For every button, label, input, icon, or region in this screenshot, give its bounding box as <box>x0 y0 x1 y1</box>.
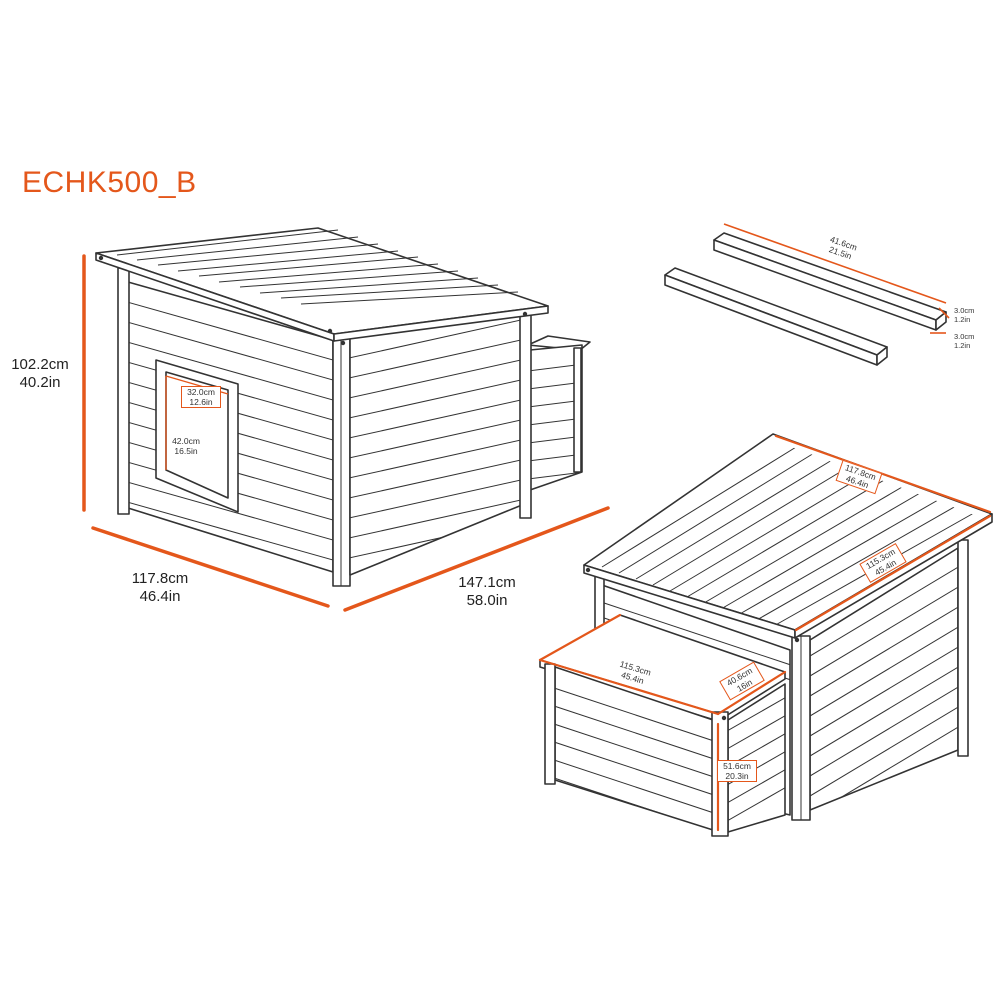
annex-left-post <box>544 663 556 785</box>
length-dimension-line <box>343 506 610 612</box>
rail-dimension-lines <box>723 223 950 334</box>
left-corner-post <box>117 267 130 515</box>
front-roof-right-fascia <box>333 305 549 342</box>
rail-b-end <box>876 346 888 366</box>
rail-a-end <box>935 311 947 331</box>
front-dimension-lines <box>82 254 610 612</box>
front-roof-slats <box>116 229 519 305</box>
annex-width-line <box>538 613 622 662</box>
rail-width-label: 3.0cm 1.2in <box>954 306 975 324</box>
model-title: ECHK500_B <box>22 166 197 199</box>
annex-height-label: 51.6cm 20.3in <box>717 760 757 782</box>
roof-rails <box>664 232 947 366</box>
annex-front-planks <box>555 684 713 830</box>
rear-roof-slats <box>601 443 982 628</box>
front-right-planks <box>350 317 522 561</box>
rail-height-label: 3.0cm 1.2in <box>954 332 975 350</box>
roof-depth-line <box>794 514 992 632</box>
depth-label: 117.8cm 46.4in <box>131 570 189 605</box>
door-width-label: 32.0cm 12.6in <box>181 386 221 408</box>
rear-dimension-lines <box>538 434 992 832</box>
rear-view-doghouse <box>539 433 993 837</box>
height-label: 102.2cm 40.2in <box>11 356 69 391</box>
front-right-wall <box>349 299 523 576</box>
annex-depth-line <box>716 670 787 716</box>
door-height-label: 42.0cm 16.5in <box>172 436 200 456</box>
annex-right-planks <box>728 694 785 826</box>
annex-post <box>573 347 582 473</box>
right-corner-post <box>519 305 532 519</box>
length-label: 147.1cm 58.0in <box>458 574 516 609</box>
front-view-doghouse <box>95 227 591 587</box>
roof-width-line <box>774 434 992 514</box>
depth-dimension-line <box>91 526 330 608</box>
annex-width-line-2 <box>538 658 720 716</box>
rear-far-post <box>957 539 969 757</box>
annex-side-planks <box>530 361 582 481</box>
